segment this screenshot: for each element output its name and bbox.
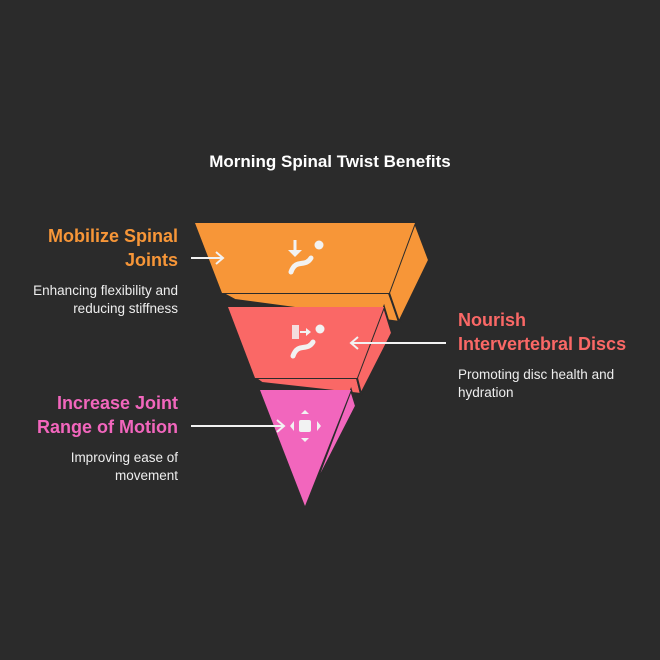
heading-line: Increase Joint (56, 393, 178, 413)
heading-line: Range of Motion (37, 417, 178, 437)
desc-line: reducing stiffness (73, 301, 178, 316)
heading-line: Joints (124, 250, 178, 270)
heading-line: Nourish (458, 310, 527, 330)
connector-arrows (191, 251, 446, 433)
funnel-layer-3 (260, 386, 358, 506)
desc-line: movement (114, 468, 178, 483)
heading-line: Mobilize Spinal (47, 226, 178, 246)
hand-move-icon (290, 410, 321, 442)
funnel-layer-2 (228, 303, 394, 397)
desc-line: hydration (458, 385, 514, 400)
spine-hydration-icon (290, 324, 325, 359)
heading-line: Intervertebral Discs (458, 334, 627, 354)
desc-line: Improving ease of (70, 450, 178, 465)
desc-line: Promoting disc health and (458, 367, 615, 382)
diagram-title: Morning Spinal Twist Benefits (209, 152, 451, 171)
item-description: Enhancing flexibility and reducing stiffn… (33, 282, 178, 318)
desc-line: Enhancing flexibility and (33, 283, 178, 298)
item-description: Improving ease of movement (37, 449, 178, 485)
item-description: Promoting disc health and hydration (458, 366, 626, 402)
spine-compress-icon (288, 240, 324, 275)
funnel-layer-1 (195, 220, 431, 325)
